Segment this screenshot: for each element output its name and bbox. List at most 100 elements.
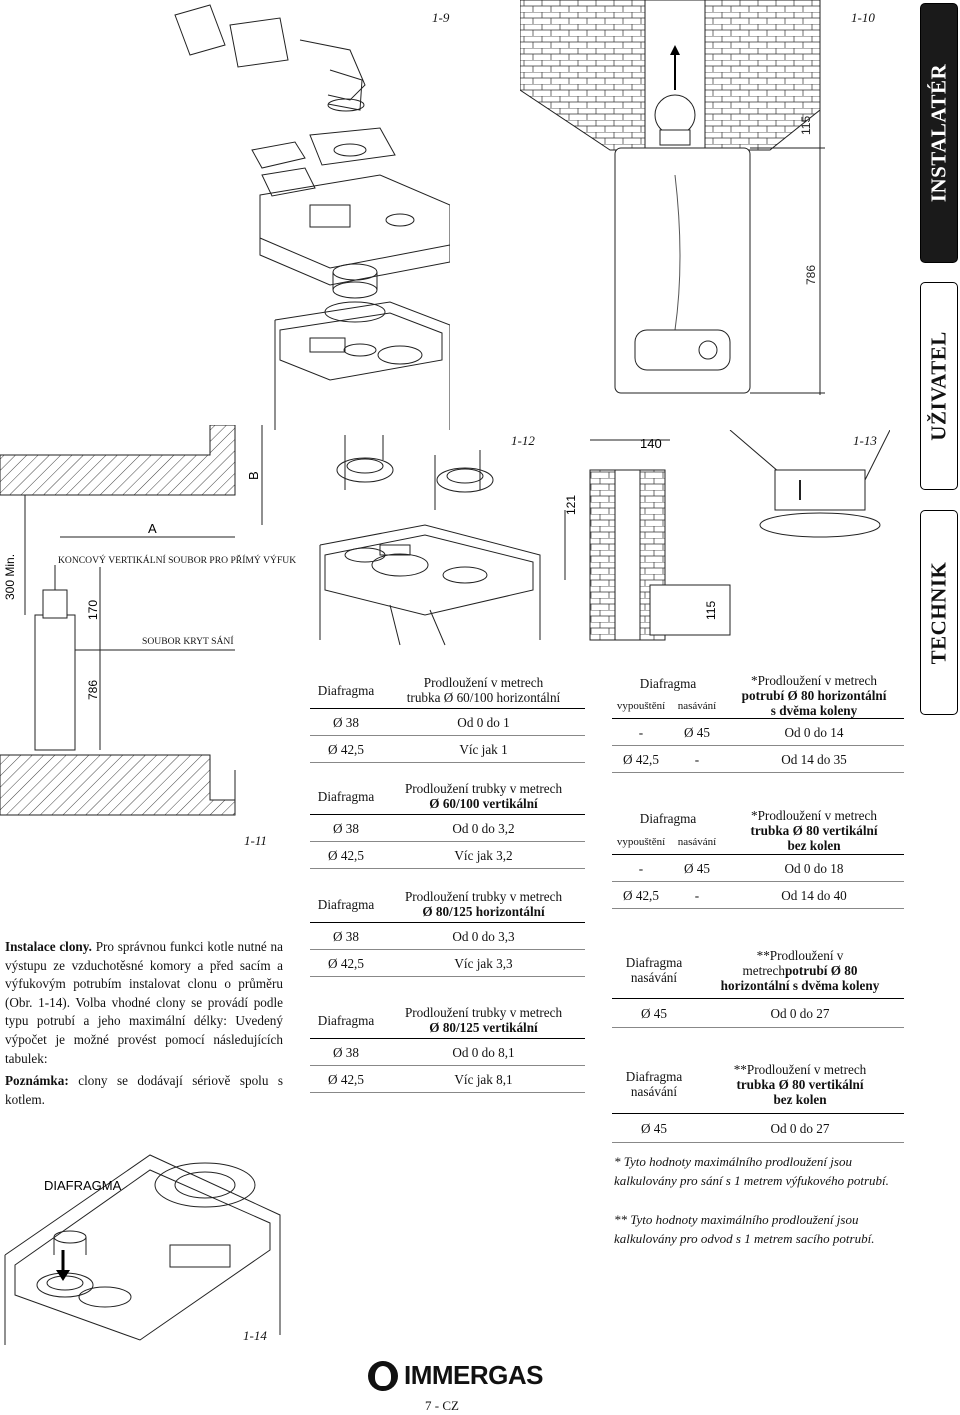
- immergas-flame-icon: [368, 1360, 398, 1391]
- brand-name: IMMERGAS: [404, 1360, 544, 1390]
- dim-115-label: 115: [799, 116, 813, 135]
- table-header-line: Ø 80/125 vertikální: [429, 1020, 538, 1035]
- footnote-2: ** Tyto hodnoty maximálního prodloužení …: [614, 1212, 875, 1246]
- install-paragraph: Instalace clony. Pro správnou funkci kot…: [5, 938, 283, 1068]
- tab-technician-label: TECHNIK: [926, 561, 951, 664]
- min-300-label: 300 Min.: [3, 554, 17, 600]
- table-cell: Od 0 do 1: [382, 708, 585, 736]
- tab-installer[interactable]: INSTALATÉR: [920, 3, 958, 263]
- brand-logo: IMMERGAS: [368, 1360, 544, 1391]
- table-cell: Ø 38: [310, 708, 382, 736]
- figure-1-11-drawing: A B 300 Min. 170 786: [0, 425, 263, 816]
- table-header-line: Ø 60/100 vertikální: [429, 796, 538, 811]
- figure-1-14-drawing: DIAFRAGMA: [4, 1154, 281, 1345]
- figure-1-9-drawing: [174, 4, 450, 430]
- table-cell: Od 0 do 27: [696, 1113, 904, 1143]
- table-header-line: nasávání: [630, 970, 678, 985]
- table-cell: Víc jak 1: [382, 735, 585, 763]
- table-header: Diafragma: [310, 672, 382, 709]
- table-header-line: trubka Ø 80 vertikální: [736, 1076, 864, 1092]
- table-cell: Víc jak 8,1: [382, 1065, 585, 1093]
- tab-installer-label: INSTALATÉR: [926, 63, 951, 203]
- figure-1-13-drawing: 140 121 115: [564, 430, 890, 641]
- table-subheader: nasávání: [670, 694, 724, 719]
- table-cell: Ø 42,5: [310, 735, 382, 763]
- table-header-line: metrech: [742, 962, 785, 978]
- table-header-line: bez kolen: [773, 1091, 827, 1107]
- table-cell: Víc jak 3,2: [382, 841, 585, 869]
- table-header-line: s dvěma koleny: [770, 702, 858, 718]
- table-cell: Ø 45: [670, 854, 724, 882]
- table-cell: -: [670, 881, 724, 909]
- dim-786-label: 786: [804, 265, 818, 285]
- dim-170-label: 170: [86, 600, 100, 620]
- table-header-line: nasávání: [630, 1084, 678, 1099]
- table-cell: Od 0 do 14: [724, 718, 904, 746]
- dim-121-label: 121: [564, 495, 578, 515]
- table-cell: -: [612, 854, 670, 882]
- table-header-line: Diafragma: [625, 955, 683, 970]
- table-header-line: *Prodloužení v metrech: [751, 672, 877, 688]
- dim-115-label: 115: [704, 601, 718, 620]
- figure-label-1-11: 1-11: [244, 833, 267, 848]
- table-cell: Od 14 do 35: [724, 745, 904, 773]
- tab-user[interactable]: UŽIVATEL: [920, 282, 958, 490]
- table-header-line: horizontální s dvěma koleny: [720, 977, 880, 993]
- note-body: clony se dodávají sériově spolu s kotlem…: [5, 1073, 284, 1107]
- table-header-line: Diafragma: [625, 1069, 683, 1084]
- table-header-line: Prodloužení trubky v metrech: [404, 781, 563, 796]
- table-subheader: vypouštění: [612, 694, 670, 719]
- table-cell: Od 0 do 27: [696, 998, 904, 1028]
- table-subheader: nasávání: [670, 830, 724, 855]
- table-header-line: potrubí Ø 80: [784, 962, 858, 978]
- table-header-line: trubka Ø 80 vertikální: [750, 822, 878, 838]
- table-header-line: **Prodloužení v: [756, 947, 844, 963]
- cover-label: SOUBOR KRYT SÁNÍ: [142, 636, 234, 647]
- tab-user-label: UŽIVATEL: [926, 331, 951, 441]
- table-cell: Ø 38: [310, 922, 382, 950]
- table-header: Diafragma: [639, 810, 697, 826]
- table-subheader: vypouštění: [612, 830, 670, 855]
- note-paragraph: Poznámka: clony se dodávají sériově spol…: [5, 1072, 283, 1109]
- table-cell: Ø 42,5: [310, 841, 382, 869]
- table-header-line: Prodloužení trubky v metrech: [404, 889, 563, 904]
- dim-a-label: A: [148, 521, 157, 536]
- table-cell: Ø 42,5: [612, 745, 670, 773]
- figure-1-10-drawing: 115 786: [520, 0, 825, 395]
- table-cell: -: [612, 718, 670, 746]
- diafragma-label: DIAFRAGMA: [44, 1178, 122, 1193]
- table-header-line: bez kolen: [787, 837, 841, 853]
- table-header-line: trubka Ø 60/100 horizontální: [406, 690, 561, 705]
- table-header-line: potrubí Ø 80 horizontální: [741, 687, 887, 703]
- table-header: Diafragma: [639, 675, 697, 691]
- table-cell: Od 0 do 3,3: [382, 922, 585, 950]
- install-title: Instalace clony.: [5, 939, 92, 954]
- table-cell: Ø 42,5: [310, 1065, 382, 1093]
- figure-label-1-10: 1-10: [851, 10, 875, 25]
- table-header-line: Ø 80/125 horizontální: [422, 904, 545, 919]
- table-header: Diafragma: [310, 1002, 382, 1039]
- tab-technician[interactable]: TECHNIK: [920, 510, 958, 715]
- table-cell: -: [670, 745, 724, 773]
- dim-140-label: 140: [640, 436, 662, 451]
- page-number: 7 - CZ: [425, 1398, 459, 1413]
- table-header-line: *Prodloužení v metrech: [751, 807, 877, 823]
- table-header-line: Prodloužení v metrech: [423, 675, 544, 690]
- table-cell: Ø 42,5: [310, 949, 382, 977]
- table-cell: Od 0 do 18: [724, 854, 904, 882]
- table-cell: Ø 45: [670, 718, 724, 746]
- footnote-1: * Tyto hodnoty maximálního prodloužení j…: [614, 1154, 889, 1188]
- dim-786-label: 786: [86, 680, 100, 700]
- table-cell: Od 14 do 40: [724, 881, 904, 909]
- table-cell: Ø 42,5: [612, 881, 670, 909]
- table-cell: Víc jak 3,3: [382, 949, 585, 977]
- table-cell: Ø 38: [310, 1038, 382, 1066]
